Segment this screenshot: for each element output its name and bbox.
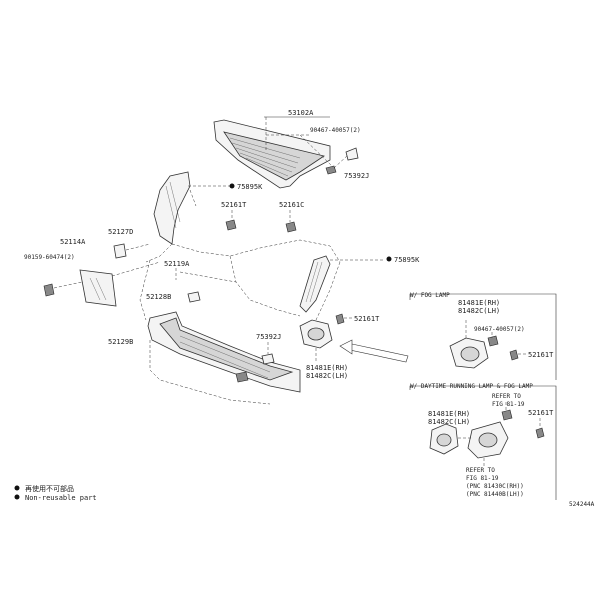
fog-lamp-center: [299, 319, 333, 349]
label-75392j-top: 75392J: [344, 172, 369, 180]
box-drl-fog: [409, 385, 557, 500]
label-52128b: 52128B: [146, 293, 171, 301]
clip-90467-box: [487, 335, 499, 347]
box-fog-lamp: [409, 293, 557, 380]
box-fog-90467: 90467-40057(2): [474, 326, 525, 333]
legend-bullet-2: [14, 494, 20, 500]
label-90159: 90159-60474(2): [24, 254, 75, 261]
clip-52161t-box2: [535, 427, 545, 439]
box-drl-refer-bottom-1: REFER TO: [466, 467, 495, 474]
label-81481e-center: 81481E(RH): [306, 364, 348, 372]
retainer-52114a: [79, 269, 117, 307]
bolt-90159: [43, 283, 55, 297]
label-75895k-left: 75895K: [237, 183, 263, 191]
box-drl-81482c: 81482C(LH): [428, 418, 470, 426]
label-52161t-mid: 52161T: [221, 201, 247, 209]
box-drl-refer-bottom-2: FIG 81-19: [466, 475, 499, 482]
direction-arrow: [349, 343, 409, 363]
box-drl-refer-top-2: FIG 81-19: [492, 401, 525, 408]
legend-item-2: Non-reusable part: [25, 494, 97, 502]
box-drl-81481e: 81481E(RH): [428, 410, 470, 418]
box-drl-title: W/ DAYTIME RUNNING LAMP & FOG LAMP: [410, 383, 533, 390]
nonreusable-marker: [386, 256, 392, 262]
label-52129b: 52129B: [108, 338, 133, 346]
label-75392j-lower: 75392J: [256, 333, 281, 341]
box-fog-81482c: 81482C(LH): [458, 307, 500, 315]
label-53102a: 53102A: [288, 109, 314, 117]
clip-52161t-box1: [509, 349, 519, 361]
bumper-cover-upper: [153, 171, 191, 245]
bumper-outline: [139, 239, 341, 321]
legend-bullet-1: [14, 485, 20, 491]
fog-cover-strip: [299, 255, 331, 313]
box-drl-refer-bottom-3: (PNC 81430C(RH)): [466, 483, 524, 490]
legend: 再使用不可部品 Non-reusable part: [14, 484, 97, 502]
label-52161t-lower: 52161T: [354, 315, 380, 323]
box-drl-refer-bottom-4: (PNC 81440B(LH)): [466, 491, 524, 498]
label-52161c: 52161C: [279, 201, 304, 209]
nonreusable-marker: [229, 183, 235, 189]
box-drl-52161t: 52161T: [528, 409, 554, 417]
clip-75392j-lower: [261, 353, 275, 365]
box-fog-52161t: 52161T: [528, 351, 554, 359]
bumper-lower: [147, 311, 301, 393]
box-drl-refer-top-1: REFER TO: [492, 393, 521, 400]
clip-90467: [325, 165, 337, 175]
clip-lower: [235, 371, 249, 383]
box-fog-81481e: 81481E(RH): [458, 299, 500, 307]
clip-75392j-top: [345, 147, 359, 161]
label-52114a: 52114A: [60, 238, 86, 246]
clip-drl-top: [501, 409, 513, 421]
legend-item-1: 再使用不可部品: [25, 484, 74, 493]
bracket-52127d: [113, 243, 127, 259]
clip-52161t-lower: [335, 313, 345, 325]
label-90467-top: 90467-40057(2): [310, 127, 361, 134]
clip-52161t-mid: [225, 219, 237, 231]
label-52119a: 52119A: [164, 260, 190, 268]
clip-52128b: [187, 291, 201, 303]
label-52127d: 52127D: [108, 228, 133, 236]
label-81482c-center: 81482C(LH): [306, 372, 348, 380]
label-75895k-right: 75895K: [394, 256, 420, 264]
radiator-grille: [213, 119, 331, 189]
diagram-id: 524244A: [569, 501, 595, 508]
clip-52161c: [285, 221, 297, 233]
box-fog-title: W/ FOG LAMP: [410, 292, 450, 299]
